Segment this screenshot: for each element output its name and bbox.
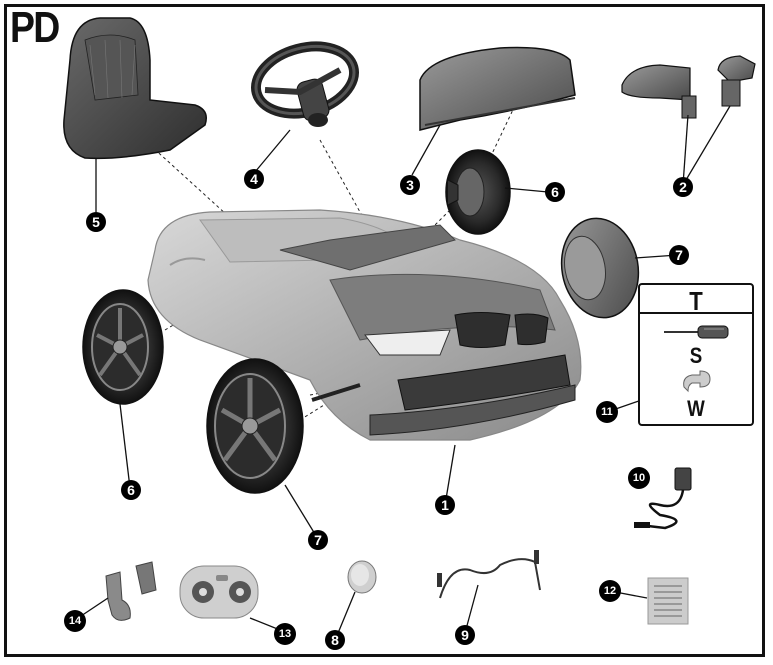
- callouts: 1 2 3 4 5 6 6 7 7 8 9 10 11 12 13 14: [64, 169, 693, 650]
- svg-text:5: 5: [92, 214, 100, 230]
- latch-parts: [105, 561, 157, 621]
- mirrors-part: [621, 55, 756, 119]
- svg-text:13: 13: [279, 628, 291, 640]
- svg-text:10: 10: [633, 472, 645, 484]
- callout-7-bottom: 7: [308, 530, 328, 550]
- car-body-part: [147, 209, 582, 441]
- callout-13: 13: [274, 623, 296, 645]
- tools-legend-box: T S W: [638, 283, 754, 426]
- callout-12: 12: [599, 580, 621, 602]
- callout-8: 8: [325, 630, 345, 650]
- remote-control-part: [179, 565, 259, 619]
- svg-text:11: 11: [601, 406, 613, 418]
- tools-legend-divider: [640, 312, 752, 314]
- tools-legend-s-label: S: [689, 343, 703, 368]
- svg-text:8: 8: [331, 632, 339, 648]
- push-button-part: [347, 560, 377, 594]
- callout-14: 14: [64, 610, 86, 632]
- page-title: PD: [10, 3, 60, 52]
- screwdriver-icon: [664, 325, 729, 339]
- svg-text:2: 2: [679, 179, 687, 195]
- callout-6-top: 6: [545, 182, 565, 202]
- svg-text:12: 12: [604, 585, 616, 597]
- tools-legend-t-label: T: [689, 286, 703, 316]
- callout-1: 1: [435, 495, 455, 515]
- manual-part: [647, 577, 689, 625]
- svg-text:7: 7: [675, 247, 683, 263]
- callout-5: 5: [86, 212, 106, 232]
- callout-3: 3: [400, 175, 420, 195]
- seat-part: [63, 17, 207, 160]
- rear-wheel-left: [82, 289, 164, 405]
- svg-text:4: 4: [250, 171, 258, 187]
- svg-text:7: 7: [314, 532, 322, 548]
- svg-text:6: 6: [127, 482, 135, 498]
- tools-legend-w-label: W: [687, 396, 705, 421]
- steering-wheel-part: [250, 41, 360, 127]
- rear-wheel-small: [445, 149, 511, 235]
- callout-4: 4: [244, 169, 264, 189]
- front-wheel-grey: [560, 217, 640, 319]
- wire-part: [437, 550, 541, 599]
- svg-text:3: 3: [406, 177, 414, 193]
- axle-part: [311, 383, 361, 402]
- svg-text:14: 14: [69, 615, 82, 627]
- charger-part: [634, 467, 692, 530]
- svg-text:9: 9: [461, 627, 469, 643]
- svg-text:1: 1: [441, 497, 449, 513]
- callout-10: 10: [628, 467, 650, 489]
- callout-9: 9: [455, 625, 475, 645]
- diagram-frame: [4, 4, 765, 657]
- wrench-icon: [683, 370, 711, 393]
- callout-7-top: 7: [669, 245, 689, 265]
- windshield-part: [419, 46, 576, 131]
- callout-6-left: 6: [121, 480, 141, 500]
- callout-11: 11: [596, 401, 618, 423]
- svg-text:6: 6: [551, 184, 559, 200]
- front-wheel-left: [206, 358, 304, 494]
- callout-2: 2: [673, 177, 693, 197]
